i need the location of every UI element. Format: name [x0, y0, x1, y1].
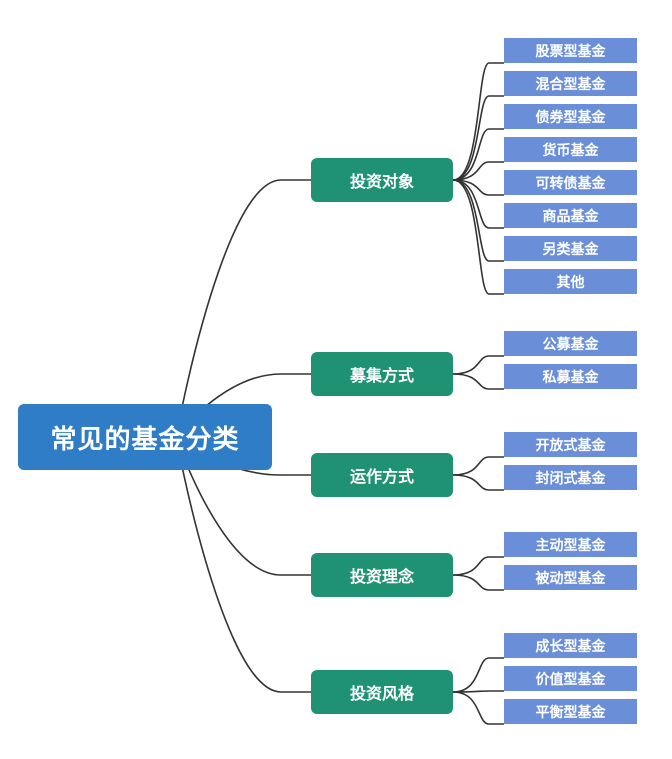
- branch-to-leaf-line: [452, 574, 504, 591]
- branch-to-leaf-line: [452, 62, 504, 181]
- leaf-node: 可转债基金: [504, 170, 637, 195]
- branch-to-leaf-line: [452, 691, 504, 725]
- branch-to-leaf-line: [452, 128, 504, 181]
- leaf-node: 债券型基金: [504, 104, 637, 129]
- branch-to-leaf-line: [452, 179, 504, 295]
- leaf-node: 封闭式基金: [504, 465, 637, 490]
- root-to-branch-line: [175, 179, 311, 438]
- branch-to-leaf-line: [452, 690, 504, 693]
- leaf-node: 被动型基金: [504, 565, 637, 590]
- leaf-node: 成长型基金: [504, 633, 637, 658]
- root-node: 常见的基金分类: [18, 404, 272, 470]
- branch-to-leaf-line: [452, 657, 504, 693]
- leaf-node: 混合型基金: [504, 71, 637, 96]
- branch-node-investment-object: 投资对象: [311, 158, 453, 202]
- leaf-node: 价值型基金: [504, 666, 637, 691]
- leaf-node: 商品基金: [504, 203, 637, 228]
- branch-to-leaf-line: [452, 161, 504, 181]
- leaf-node: 股票型基金: [504, 38, 637, 63]
- root-to-branch-line: [175, 436, 311, 693]
- branch-to-leaf-line: [452, 179, 504, 196]
- leaf-node: 另类基金: [504, 236, 637, 261]
- leaf-node: 公募基金: [504, 331, 637, 356]
- branch-to-leaf-line: [452, 373, 504, 390]
- branch-to-leaf-line: [452, 95, 504, 181]
- leaf-node: 平衡型基金: [504, 699, 637, 724]
- leaf-node: 开放式基金: [504, 432, 637, 457]
- branch-to-leaf-line: [452, 456, 504, 476]
- leaf-node: 私募基金: [504, 364, 637, 389]
- leaf-node: 主动型基金: [504, 532, 637, 557]
- leaf-node: 货币基金: [504, 137, 637, 162]
- branch-node-operation-method: 运作方式: [311, 453, 453, 497]
- branch-node-investment-philosophy: 投资理念: [311, 553, 453, 597]
- branch-to-leaf-line: [452, 474, 504, 491]
- branch-to-leaf-line: [452, 355, 504, 375]
- leaf-node: 其他: [504, 269, 637, 294]
- branch-to-leaf-line: [452, 179, 504, 229]
- branch-to-leaf-line: [452, 556, 504, 576]
- branch-node-fundraising-method: 募集方式: [311, 352, 453, 396]
- branch-node-investment-style: 投资风格: [311, 670, 453, 714]
